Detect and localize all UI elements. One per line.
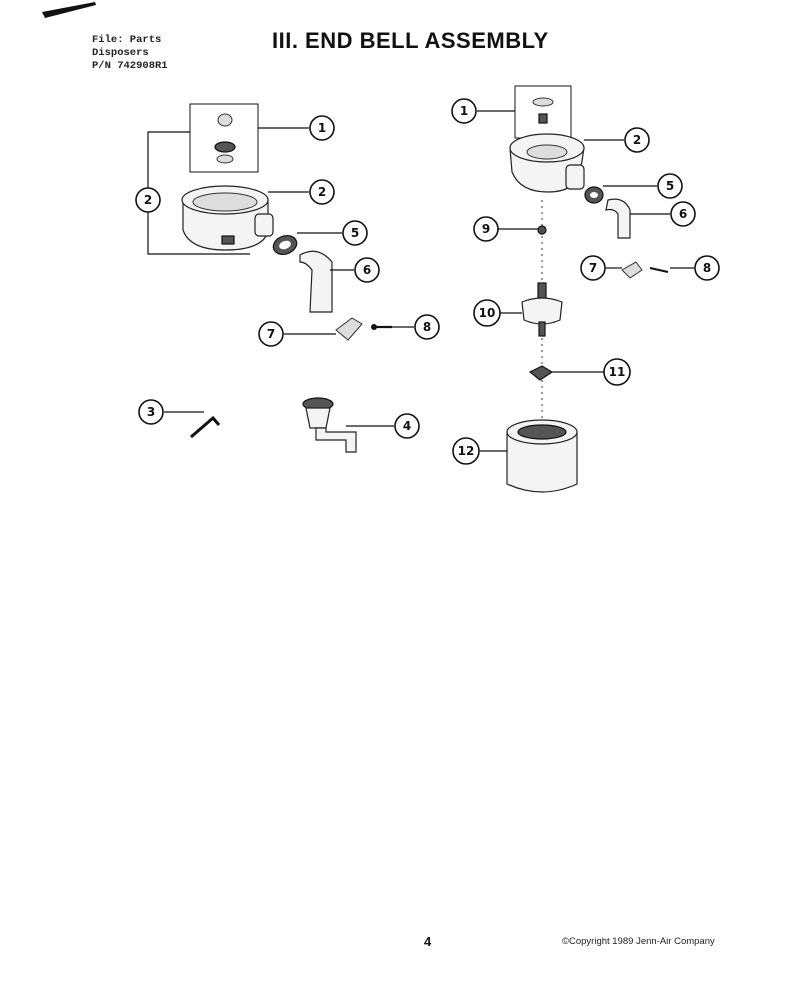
left-end-bell-housing bbox=[181, 185, 274, 251]
right-end-bell-housing bbox=[509, 133, 585, 193]
callout-left-3: 3 bbox=[138, 399, 164, 425]
svg-text:11: 11 bbox=[609, 365, 626, 379]
callout-right-2: 2 bbox=[624, 127, 650, 153]
callout-right-11: 11 bbox=[603, 358, 631, 386]
page-title: III. END BELL ASSEMBLY bbox=[272, 28, 549, 53]
left-housing-inner bbox=[192, 192, 258, 212]
right-item-1-box bbox=[514, 85, 572, 139]
callout-right-7: 7 bbox=[580, 255, 606, 281]
callout-left-7: 7 bbox=[258, 321, 284, 347]
svg-text:9: 9 bbox=[482, 222, 490, 236]
right-item-7-flange bbox=[621, 261, 643, 279]
callout-left-5: 5 bbox=[342, 220, 368, 246]
right-item-8-screw bbox=[649, 267, 669, 273]
page-number: 4 bbox=[424, 934, 432, 949]
callout-right-8: 8 bbox=[694, 255, 720, 281]
svg-text:7: 7 bbox=[589, 261, 597, 275]
left-item-1-box bbox=[189, 103, 259, 173]
callout-left-8: 8 bbox=[414, 314, 440, 340]
left-item-1-washer bbox=[216, 154, 234, 164]
svg-text:1: 1 bbox=[460, 104, 468, 118]
svg-text:8: 8 bbox=[423, 320, 431, 334]
callout-left-2-box: 2 bbox=[135, 187, 161, 213]
left-item-7-flange bbox=[335, 317, 363, 341]
svg-text:2: 2 bbox=[318, 185, 326, 199]
svg-text:8: 8 bbox=[703, 261, 711, 275]
file-line-2: Disposers bbox=[92, 47, 149, 59]
svg-text:6: 6 bbox=[679, 207, 687, 221]
svg-text:10: 10 bbox=[479, 306, 496, 320]
svg-text:2: 2 bbox=[144, 193, 152, 207]
left-item-6-tailpipe bbox=[299, 250, 333, 313]
left-item-1-cap bbox=[217, 113, 233, 127]
scan-mark bbox=[42, 2, 96, 18]
file-info: File: Parts Disposers P/N 742908R1 bbox=[92, 34, 168, 73]
left-item-3-wrench bbox=[190, 415, 221, 439]
file-line-1: File: Parts bbox=[92, 34, 162, 46]
right-item-1-parts bbox=[514, 85, 572, 139]
right-item-12-cylinder bbox=[506, 419, 578, 493]
svg-text:6: 6 bbox=[363, 263, 371, 277]
svg-text:5: 5 bbox=[351, 226, 359, 240]
callout-left-6: 6 bbox=[354, 257, 380, 283]
left-item-1-parts bbox=[189, 103, 259, 173]
left-item-4-stopper bbox=[302, 397, 357, 453]
svg-text:5: 5 bbox=[666, 179, 674, 193]
callout-right-10: 10 bbox=[473, 299, 501, 327]
left-item-1-seal bbox=[214, 141, 236, 153]
callout-right-9: 9 bbox=[473, 216, 499, 242]
right-item-6-tailpipe bbox=[605, 198, 631, 239]
callout-left-1: 1 bbox=[309, 115, 335, 141]
right-item-11-clip bbox=[528, 365, 554, 381]
left-housing-tab bbox=[221, 235, 235, 245]
callout-left-4: 4 bbox=[394, 413, 420, 439]
svg-text:7: 7 bbox=[267, 327, 275, 341]
copyright-text: ©Copyright 1989 Jenn-Air Company bbox=[562, 936, 715, 947]
file-line-3: P/N 742908R1 bbox=[92, 60, 168, 72]
callout-right-6: 6 bbox=[670, 201, 696, 227]
left-housing-outlet bbox=[254, 213, 274, 237]
callout-left-2: 2 bbox=[309, 179, 335, 205]
svg-text:12: 12 bbox=[458, 444, 475, 458]
right-item-10-shaft bbox=[521, 282, 563, 337]
callout-right-12: 12 bbox=[452, 437, 480, 465]
svg-text:4: 4 bbox=[403, 419, 411, 433]
svg-text:3: 3 bbox=[147, 405, 155, 419]
svg-text:2: 2 bbox=[633, 133, 641, 147]
callout-right-5: 5 bbox=[657, 173, 683, 199]
svg-text:1: 1 bbox=[318, 121, 326, 135]
callout-right-1: 1 bbox=[451, 98, 477, 124]
